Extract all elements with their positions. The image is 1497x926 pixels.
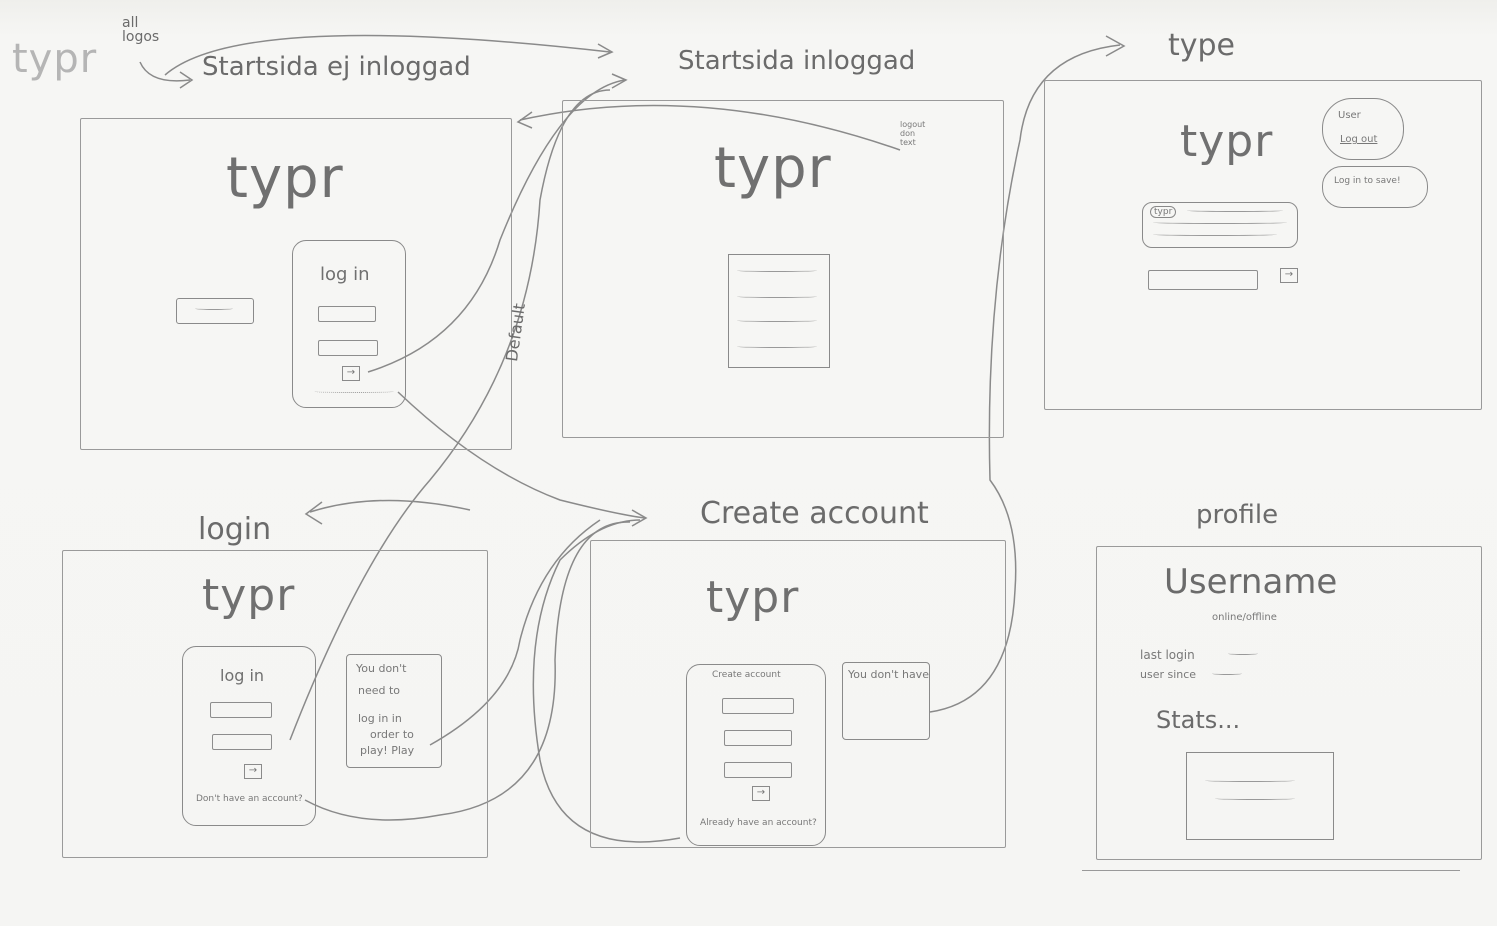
username-input[interactable]	[722, 698, 794, 714]
logo: typr	[714, 136, 832, 201]
arrow-create-to-type	[532, 519, 681, 843]
play-button-scribble	[195, 307, 233, 310]
play-link[interactable]: play! Play	[360, 744, 415, 757]
arrow-note-to-type	[429, 519, 601, 746]
profile-stats: Stats...	[1156, 706, 1241, 734]
menu-logout[interactable]: Log out	[1340, 134, 1378, 145]
password-input[interactable]	[724, 730, 792, 746]
confirm-password-input[interactable]	[724, 762, 792, 778]
underline	[1082, 868, 1460, 871]
logo: typr	[202, 570, 296, 621]
menu-user[interactable]: User	[1338, 110, 1361, 121]
corner-note: logout don text	[900, 120, 926, 147]
login-link[interactable]: Already have an account?	[700, 818, 817, 828]
info-note	[842, 662, 930, 740]
chart-line-1	[1205, 779, 1295, 782]
title-profile: profile	[1196, 500, 1279, 530]
menu-item-1[interactable]	[737, 269, 817, 272]
type-submit-button[interactable]: →	[1280, 268, 1298, 283]
create-card-title: Create account	[712, 670, 781, 680]
username-input[interactable]	[210, 702, 272, 718]
menu-stack	[728, 254, 830, 368]
create-submit-button[interactable]: →	[752, 786, 770, 801]
profile-last-login: last login	[1140, 648, 1195, 662]
logo: typr	[226, 146, 344, 211]
arrow-logos-to-loggedin	[164, 34, 611, 76]
title-create-account: Create account	[700, 496, 929, 531]
all-logos-note: all logos	[122, 15, 160, 45]
frame-type	[1044, 80, 1482, 410]
user-menu	[1322, 98, 1404, 160]
arrow-logout-to-loggedout	[519, 104, 901, 151]
current-word-chip: typr	[1150, 206, 1177, 218]
profile-username: Username	[1164, 562, 1338, 602]
username-input[interactable]	[318, 306, 376, 322]
login-submit-button[interactable]: →	[342, 366, 360, 381]
login-card	[292, 240, 406, 408]
login-card-title: log in	[320, 264, 370, 285]
profile-user-since: user since	[1140, 668, 1197, 681]
arrow-to-login-title	[309, 499, 471, 513]
info-note-line-3: log in in	[358, 712, 402, 725]
arrow-login-to-create	[304, 521, 631, 821]
frame-start-logged-out	[80, 118, 512, 450]
password-input[interactable]	[318, 340, 378, 356]
frame-login	[62, 550, 488, 858]
arrow-logo-to-start	[139, 61, 191, 82]
chart-line-2	[1215, 797, 1295, 800]
arrow-to-create	[397, 391, 646, 519]
logo: typr	[1180, 116, 1274, 167]
user-since-value	[1212, 672, 1242, 675]
menu-item-4[interactable]	[737, 345, 817, 348]
info-note	[346, 654, 442, 768]
title-login: login	[198, 512, 272, 547]
text-line-1	[1187, 209, 1283, 212]
frame-start-logged-in	[562, 100, 1004, 438]
text-line-3	[1153, 233, 1277, 236]
title-type: type	[1168, 28, 1236, 63]
create-account-card	[686, 664, 826, 846]
login-hint-bubble	[1322, 166, 1428, 208]
info-note-line-1: You don't	[356, 662, 407, 675]
frame-create-account	[590, 540, 1006, 848]
info-note-text: You don't have	[848, 668, 929, 681]
play-button[interactable]	[176, 298, 254, 324]
create-account-link[interactable]	[314, 390, 394, 393]
text-to-type	[1142, 202, 1298, 248]
menu-item-2[interactable]	[737, 295, 817, 298]
frame-profile	[1096, 546, 1482, 860]
arrow-default-to-login	[289, 89, 611, 741]
arrow-login-to-loggedin	[367, 79, 626, 373]
profile-status: online/offline	[1212, 612, 1277, 623]
title-start-logged-in: Startsida inloggad	[678, 46, 916, 76]
logo: typr	[706, 572, 800, 623]
text-line-2	[1153, 221, 1287, 224]
login-card-title: log in	[220, 666, 265, 685]
stats-chart	[1186, 752, 1334, 840]
title-start-logged-out: Startsida ej inloggad	[202, 52, 471, 82]
login-card	[182, 646, 316, 826]
menu-item-3[interactable]	[737, 319, 817, 322]
info-note-line-4: order to	[370, 728, 414, 741]
corner-logo: typr	[12, 36, 98, 82]
login-submit-button[interactable]: →	[244, 764, 262, 779]
type-input[interactable]	[1148, 270, 1258, 290]
last-login-value	[1228, 652, 1258, 655]
menu-login-to-save[interactable]: Log in to save!	[1334, 176, 1401, 186]
create-account-link[interactable]: Don't have an account?	[196, 794, 303, 804]
info-note-line-2: need to	[358, 684, 401, 697]
password-input[interactable]	[212, 734, 272, 750]
